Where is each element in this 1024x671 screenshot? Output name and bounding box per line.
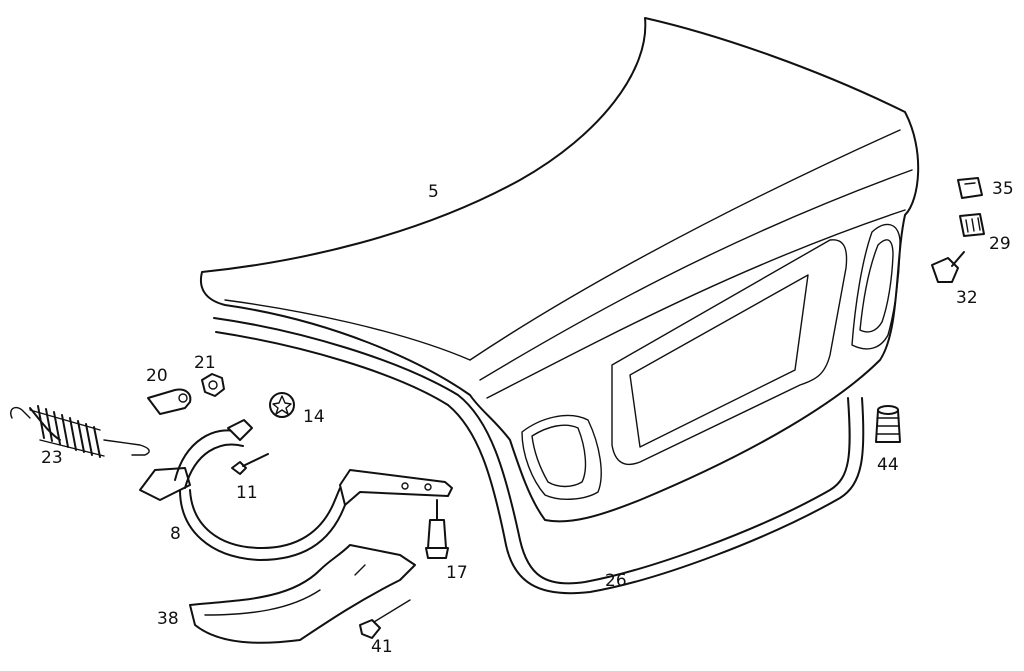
label-clip-41: 41 [371,637,393,657]
label-clip-35: 35 [992,179,1014,199]
bolt-part-17 [425,499,449,559]
nut-part-29 [959,213,985,237]
clip-part-35 [957,177,983,199]
label-spring: 23 [41,448,63,468]
label-buffer: 44 [877,455,899,475]
clip-part-14 [269,392,295,418]
bracket-part-20 [147,388,192,415]
label-trim-38: 38 [157,609,179,629]
label-trunk-lid: 5 [428,182,439,202]
clip-part-41 [359,599,411,639]
buffer-part-44 [875,405,901,443]
bolt-part-32 [931,251,965,283]
spring-part-23 [10,405,150,458]
seal-part-26 [213,317,865,595]
trim-part-38 [189,544,416,644]
label-nut-29: 29 [989,234,1011,254]
label-hinge: 8 [170,524,181,544]
label-bolt-32: 32 [956,288,978,308]
label-nut-21: 21 [194,353,216,373]
label-screw-11: 11 [236,483,258,503]
hinge-part-8 [139,419,453,561]
label-bolt-17: 17 [446,563,468,583]
label-seal: 26 [605,571,627,591]
screw-part-11 [231,453,269,475]
label-bracket-20: 20 [146,366,168,386]
label-clip-14: 14 [303,407,325,427]
trunk-lid-part-5 [200,17,920,523]
nut-part-21 [201,373,225,397]
